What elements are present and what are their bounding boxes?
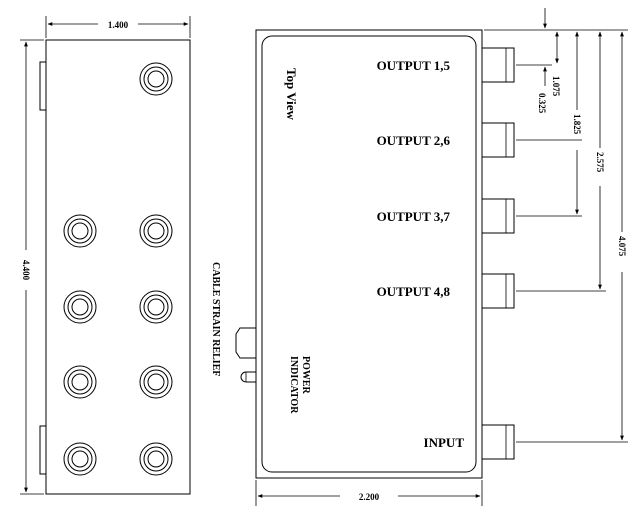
side-connector xyxy=(63,214,97,248)
power-indicator-label-line1: POWER xyxy=(300,356,311,395)
input-connector xyxy=(481,424,515,460)
dimension-4075: 4.075 xyxy=(617,236,627,257)
top-view-title: Top View xyxy=(284,68,299,121)
power-indicator-label-line2: INDICATOR xyxy=(288,356,299,414)
output-label-4: OUTPUT 4,8 xyxy=(377,284,451,299)
dimension-1825: 1.825 xyxy=(572,114,582,135)
cable-strain-relief xyxy=(235,327,256,359)
power-indicator xyxy=(240,371,256,383)
dimension-2575: 2.575 xyxy=(595,152,605,173)
side-width-dimension: 1.400 xyxy=(108,20,129,30)
output-connector xyxy=(481,47,515,83)
top-width-dimension: 2.200 xyxy=(359,492,380,502)
output-label-1: OUTPUT 1,5 xyxy=(377,58,451,73)
input-label: INPUT xyxy=(424,435,465,450)
cable-strain-relief-label: CABLE STRAIN RELIEF xyxy=(210,262,221,376)
top-view: Top View OUTPUT 1,5 OUTPUT 2,6 OUTPUT 3,… xyxy=(210,8,628,506)
side-connector xyxy=(139,62,173,96)
side-connector xyxy=(63,365,97,399)
side-view-body xyxy=(45,39,191,495)
side-view: 1.400 4.400 xyxy=(20,16,191,495)
output-connector xyxy=(481,198,515,234)
side-connector xyxy=(139,290,173,324)
side-connector xyxy=(139,214,173,248)
side-connector xyxy=(63,290,97,324)
mounting-tab-bottom xyxy=(39,425,47,475)
output-connector xyxy=(481,273,515,309)
top-view-outer-body xyxy=(255,29,483,479)
output-label-3: OUTPUT 3,7 xyxy=(377,209,451,224)
side-height-dimension: 4.400 xyxy=(21,260,31,281)
top-view-inner-outline xyxy=(261,35,477,473)
side-connector xyxy=(139,365,173,399)
output-connector xyxy=(481,122,515,158)
dimension-0325: 0.325 xyxy=(537,93,547,114)
output-label-2: OUTPUT 2,6 xyxy=(377,133,451,148)
dimension-1075: 1.075 xyxy=(551,76,561,97)
mounting-tab-top xyxy=(39,61,47,111)
side-connector xyxy=(139,442,173,476)
side-connector xyxy=(63,442,97,476)
